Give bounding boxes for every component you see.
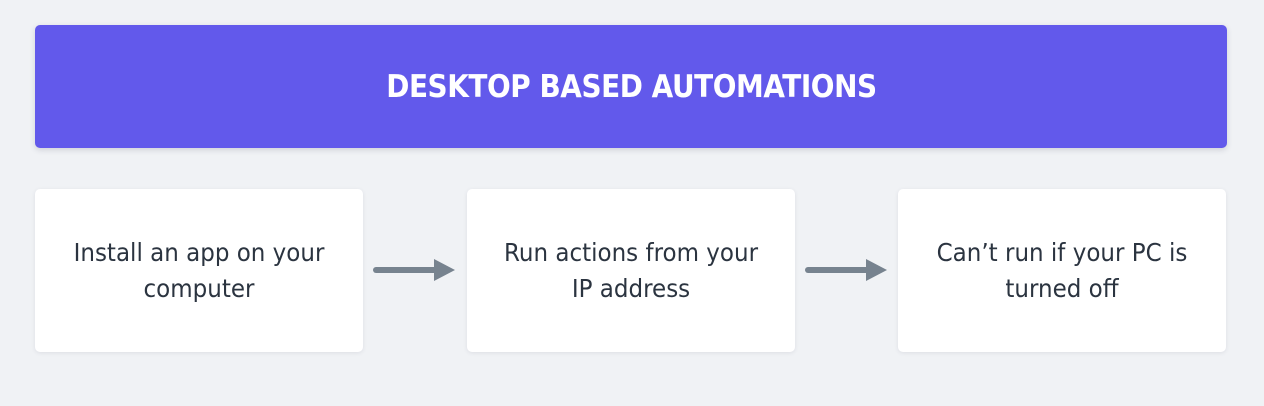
step-card-run-actions: Run actions from your IP address — [467, 189, 795, 352]
step-label: Can’t run if your PC is turned off — [936, 237, 1188, 303]
header-banner: DESKTOP BASED AUTOMATIONS — [35, 25, 1227, 148]
step-card-pc-off: Can’t run if your PC is turned off — [898, 189, 1226, 352]
arrow-right-icon — [373, 259, 455, 281]
step-card-install-app: Install an app on your computer — [35, 189, 363, 352]
step-label: Run actions from your IP address — [503, 237, 759, 303]
arrow-right-icon — [805, 259, 887, 281]
banner-title: DESKTOP BASED AUTOMATIONS — [385, 68, 877, 105]
step-label: Install an app on your computer — [73, 237, 325, 303]
